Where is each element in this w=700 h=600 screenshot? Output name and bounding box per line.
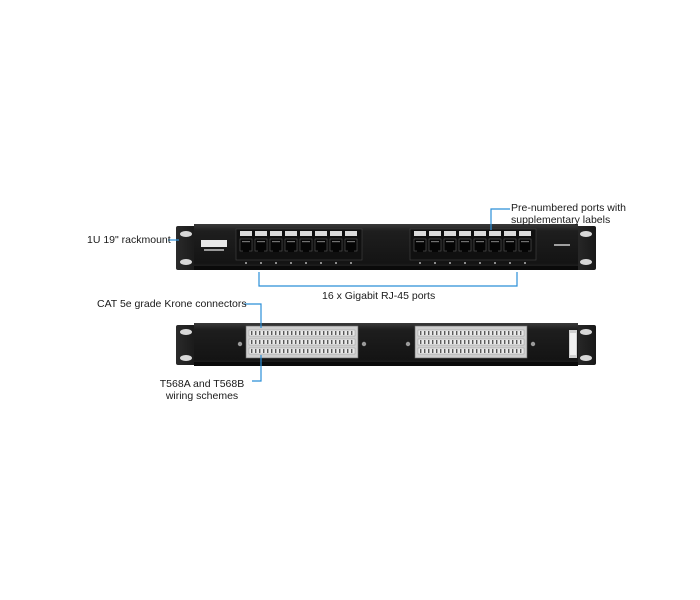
rj45-port-icon: [443, 231, 457, 252]
prenumbered-line-1: Pre-numbered ports with: [511, 202, 626, 214]
wiring-line-1: T568A and T568B: [159, 378, 245, 390]
port-number-mark: [494, 262, 496, 264]
wiring-leader: [252, 355, 262, 382]
port-number-mark: [524, 262, 526, 264]
port-number-mark: [335, 262, 337, 264]
ports-bracket: [258, 272, 518, 287]
krone-leader: [244, 303, 262, 328]
port-number-mark: [290, 262, 292, 264]
port-number-mark: [350, 262, 352, 264]
port-number-mark: [419, 262, 421, 264]
rackmount-label: 1U 19" rackmount: [87, 234, 171, 246]
port-number-mark: [245, 262, 247, 264]
rj45-port-icon: [518, 231, 532, 252]
rj45-port-icon: [254, 231, 268, 252]
rj45-port-icon: [299, 231, 313, 252]
rj45-port-icon: [503, 231, 517, 252]
port-number-mark: [479, 262, 481, 264]
port-number-mark: [320, 262, 322, 264]
rj45-port-icon: [329, 231, 343, 252]
rj45-port-icon: [314, 231, 328, 252]
rack-panel-back: [176, 323, 596, 366]
wiring-line-2: wiring schemes: [165, 390, 239, 402]
rj45-port-icon: [473, 231, 487, 252]
port-number-mark: [305, 262, 307, 264]
wiring-label: T568A and T568B wiring schemes: [150, 378, 254, 402]
krone-label: CAT 5e grade Krone connectors: [97, 298, 247, 310]
port-number-mark: [464, 262, 466, 264]
prenumbered-label: Pre-numbered ports with supplementary la…: [511, 202, 661, 226]
prenumbered-leader: [490, 208, 510, 230]
krone-block: [414, 325, 528, 359]
rj45-port-icon: [413, 231, 427, 252]
prenumbered-line-2: supplementary labels: [511, 214, 611, 226]
rj45-port-icon: [488, 231, 502, 252]
port-number-mark: [434, 262, 436, 264]
rj45-port-icon: [428, 231, 442, 252]
port-number-mark: [260, 262, 262, 264]
rj45-port-icon: [239, 231, 253, 252]
krone-block: [245, 325, 359, 359]
rj45-port-icon: [284, 231, 298, 252]
brand-logo-icon: [201, 240, 227, 247]
port-number-mark: [509, 262, 511, 264]
port-number-mark: [449, 262, 451, 264]
port-number-mark: [275, 262, 277, 264]
gigabit-ports-label: 16 x Gigabit RJ-45 ports: [322, 290, 436, 302]
rack-panel-front: [176, 224, 596, 270]
leader-lines: [168, 208, 518, 382]
rj45-port-icon: [344, 231, 358, 252]
rj45-port-icon: [269, 231, 283, 252]
rj45-port-icon: [458, 231, 472, 252]
